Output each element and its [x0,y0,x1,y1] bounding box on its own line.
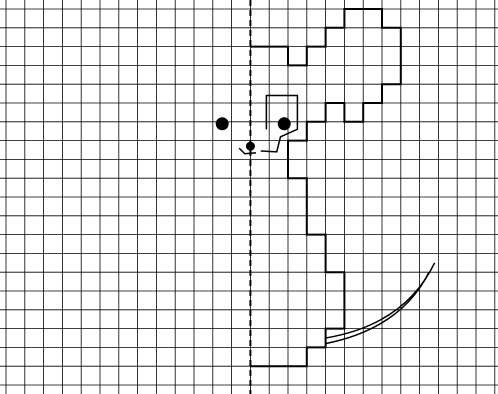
tail-curve [326,263,435,338]
left-eye-dot [216,117,229,130]
nose-dot [246,142,255,151]
right-eye-dot [278,117,291,130]
tail-curve [326,272,429,343]
